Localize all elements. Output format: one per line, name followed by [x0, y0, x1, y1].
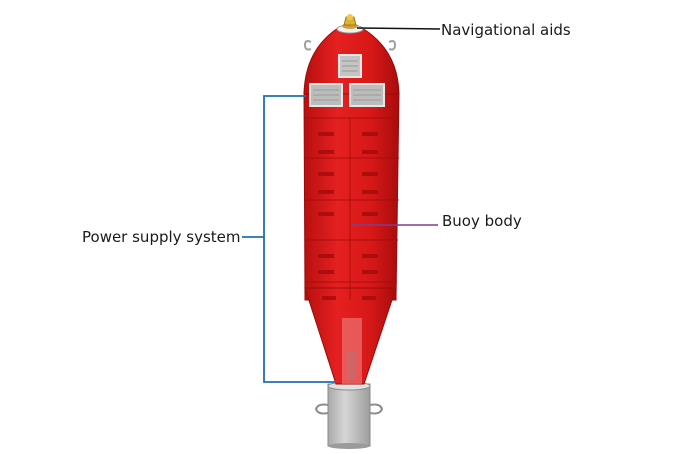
navigational-light	[342, 14, 358, 29]
solar-panels	[309, 54, 385, 107]
label-power-supply-system: Power supply system	[82, 228, 241, 246]
label-navigational-aids: Navigational aids	[441, 21, 571, 39]
label-buoy-body: Buoy body	[442, 212, 522, 230]
buoy-base	[314, 381, 384, 449]
power-supply-bracket	[263, 95, 336, 383]
buoy-body-shape	[303, 24, 400, 385]
nav-aids-leader	[356, 27, 441, 30]
